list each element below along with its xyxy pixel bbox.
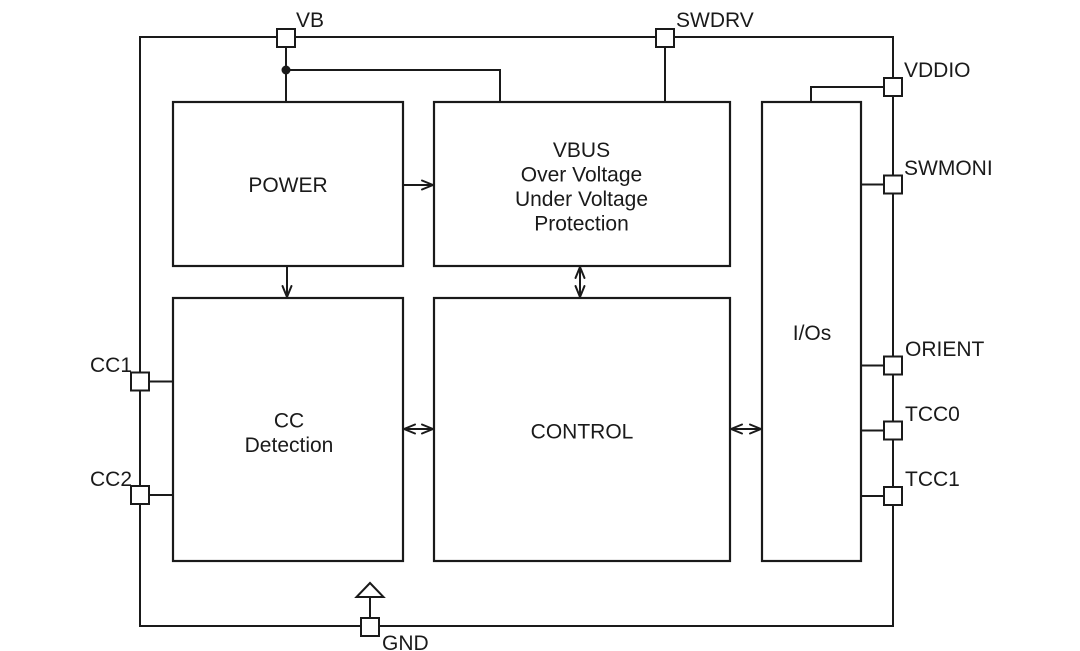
arrowhead-left-icon xyxy=(730,423,743,435)
swmoni-pin xyxy=(883,174,903,195)
cc1-pin-label: CC1 xyxy=(90,354,132,377)
ccdetection-control-double-arrow xyxy=(403,423,434,435)
arrowhead-left-icon xyxy=(403,423,416,435)
control-ios-double-arrow xyxy=(730,423,762,435)
vddio-to-ios-line xyxy=(810,86,885,102)
orient-pin-label: ORIENT xyxy=(905,338,985,361)
arrowhead-right-icon xyxy=(749,423,762,435)
ios-block xyxy=(760,100,863,563)
arrowhead-down-icon xyxy=(574,285,586,298)
tcc0-pin xyxy=(883,420,903,441)
swdrv-pin xyxy=(655,28,675,48)
vbus-block-label-line2: Over Voltage xyxy=(521,164,642,187)
tcc0-pin-label: TCC0 xyxy=(905,403,960,426)
cc2-pin xyxy=(130,485,150,505)
cc-detection-block xyxy=(171,296,405,563)
cc-detection-label-line2: Detection xyxy=(245,434,334,457)
tcc1-pin xyxy=(883,486,903,506)
vddio-pin xyxy=(883,77,903,97)
vb-pin xyxy=(276,28,296,48)
gnd-pin xyxy=(360,617,380,637)
vb-pin-label: VB xyxy=(296,9,324,32)
arrowhead-right-icon xyxy=(421,179,434,191)
cc1-pin xyxy=(130,371,150,392)
vbus-block-label-line1: VBUS xyxy=(553,139,610,162)
orient-pin xyxy=(883,355,903,376)
swmoni-pin-label: SWMONI xyxy=(904,157,993,180)
power-to-vbus-arrow xyxy=(403,179,434,191)
vb-to-vbus-branch-line xyxy=(286,69,501,102)
gnd-pin-label: GND xyxy=(382,632,429,651)
arrowhead-down-icon xyxy=(281,285,293,298)
vb-junction-dot xyxy=(281,65,291,75)
control-block xyxy=(432,296,732,563)
ios-block-label: I/Os xyxy=(793,322,832,345)
arrowhead-right-icon xyxy=(421,423,434,435)
swdrv-pin-label: SWDRV xyxy=(676,9,754,32)
ground-symbol-icon xyxy=(354,581,386,598)
vddio-pin-label: VDDIO xyxy=(904,59,971,82)
vbus-protection-block xyxy=(432,100,732,268)
vbus-block-label-line3: Under Voltage xyxy=(515,188,648,211)
control-block-label: CONTROL xyxy=(531,421,634,444)
chip-outline xyxy=(139,36,894,627)
tcc1-pin-label: TCC1 xyxy=(905,468,960,491)
vbus-block-label-line4: Protection xyxy=(534,213,629,236)
arrowhead-up-icon xyxy=(574,266,586,279)
vbus-control-double-arrow xyxy=(574,266,586,298)
cc-detection-label-line1: CC xyxy=(274,410,304,433)
power-block-label: POWER xyxy=(248,174,327,197)
power-to-ccdetection-arrow xyxy=(281,266,293,298)
cc2-pin-label: CC2 xyxy=(90,468,132,491)
